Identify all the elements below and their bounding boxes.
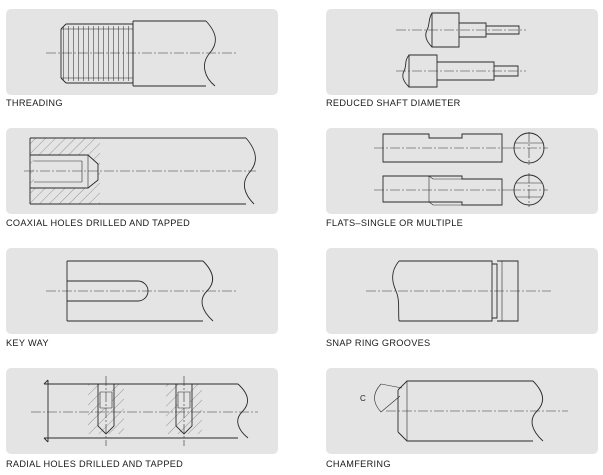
threading-diagram bbox=[6, 9, 278, 95]
section-hatching bbox=[30, 138, 100, 204]
caption-flats: FLATS–SINGLE OR MULTIPLE bbox=[326, 218, 464, 228]
shaft-body bbox=[132, 20, 216, 87]
reduced-shaft-drawing bbox=[396, 12, 526, 88]
chamfering-diagram: C bbox=[326, 368, 598, 454]
section-hatching bbox=[88, 384, 202, 434]
shaft-upper bbox=[396, 12, 526, 48]
radial-holes-drawing bbox=[31, 376, 258, 446]
caption-coaxial-holes: COAXIAL HOLES DRILLED AND TAPPED bbox=[6, 218, 191, 228]
chamfer-dimension: C bbox=[360, 383, 403, 413]
flats-diagram bbox=[326, 128, 598, 214]
snap-ring-drawing bbox=[366, 260, 551, 322]
chamfer-label: C bbox=[360, 394, 366, 403]
reduced-shaft-diagram bbox=[326, 9, 598, 95]
flat-shaft-upper bbox=[374, 132, 548, 165]
flat-shaft-lower bbox=[374, 173, 548, 207]
threading-drawing bbox=[46, 20, 238, 87]
coaxial-holes-diagram bbox=[6, 128, 278, 214]
shaft-outline bbox=[43, 379, 249, 443]
caption-snap-ring-grooves: SNAP RING GROOVES bbox=[326, 338, 431, 348]
flats-drawing bbox=[374, 132, 548, 207]
threaded-end bbox=[60, 23, 134, 84]
shaft-lower bbox=[396, 54, 526, 88]
caption-threading: THREADING bbox=[6, 98, 63, 108]
caption-key-way: KEY WAY bbox=[6, 338, 49, 348]
chamfering-drawing: C bbox=[360, 380, 568, 442]
caption-reduced-shaft-diameter: REDUCED SHAFT DIAMETER bbox=[326, 98, 461, 108]
keyway-drawing bbox=[46, 260, 236, 322]
caption-radial-holes: RADIAL HOLES DRILLED AND TAPPED bbox=[6, 459, 184, 469]
caption-chamfering: CHAMFERING bbox=[326, 459, 391, 469]
coaxial-holes-drawing bbox=[24, 137, 256, 205]
keyway-diagram bbox=[6, 248, 278, 334]
snap-ring-diagram bbox=[326, 248, 598, 334]
radial-holes-diagram bbox=[6, 368, 278, 454]
